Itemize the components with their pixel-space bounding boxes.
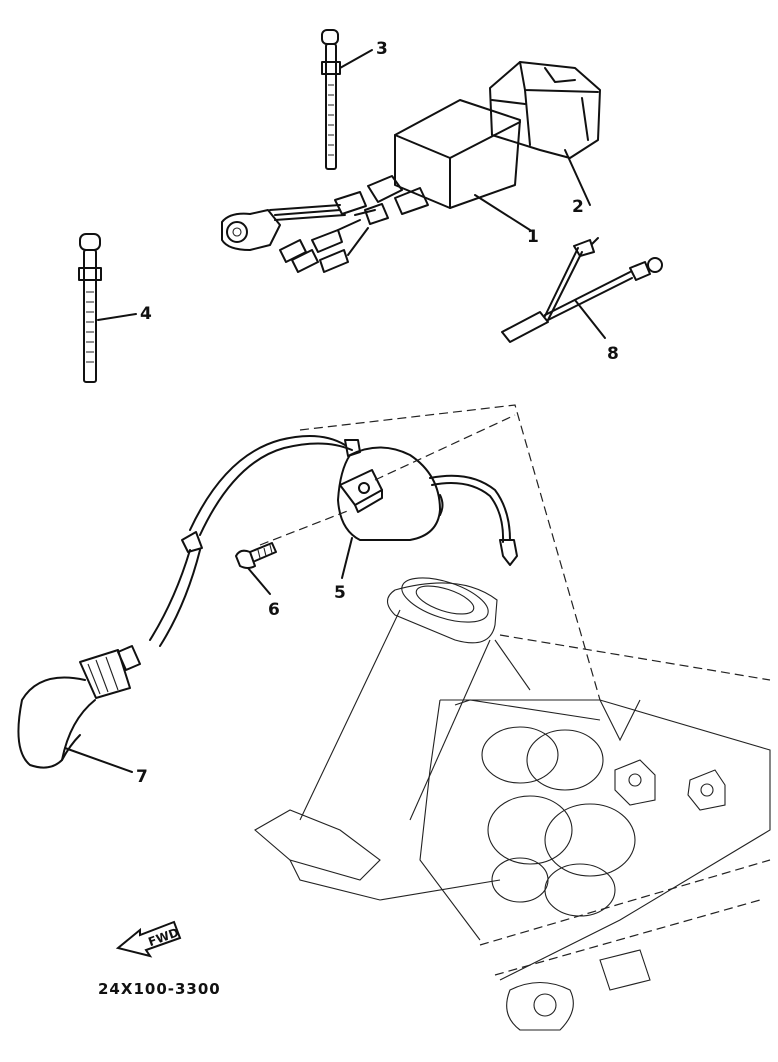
callout-7: 7 [136,767,148,787]
part-5-ignition-coil [259,414,518,579]
part-6-screw [235,542,277,595]
callout-3: 3 [376,39,388,59]
callout-6: 6 [268,600,280,620]
callout-4: 4 [140,304,152,324]
part-7-plug-cap-lead [17,435,353,773]
forward-arrow-icon: FWD [115,920,182,958]
part-4-cable-tie-large [78,233,137,383]
engine-block-outline [254,404,771,1031]
part-2-rubber-cover [489,61,601,206]
part-3-cable-tie-small [321,29,373,170]
callout-2: 2 [572,197,584,217]
diagram-part-code: 24X100-3300 [98,980,221,998]
part-8-lead-wire [501,237,663,343]
part-1-cdi-unit [221,99,531,273]
callout-5: 5 [334,583,346,603]
callout-1: 1 [527,227,539,247]
fwd-label: FWD [146,925,180,949]
callout-8: 8 [607,344,619,364]
